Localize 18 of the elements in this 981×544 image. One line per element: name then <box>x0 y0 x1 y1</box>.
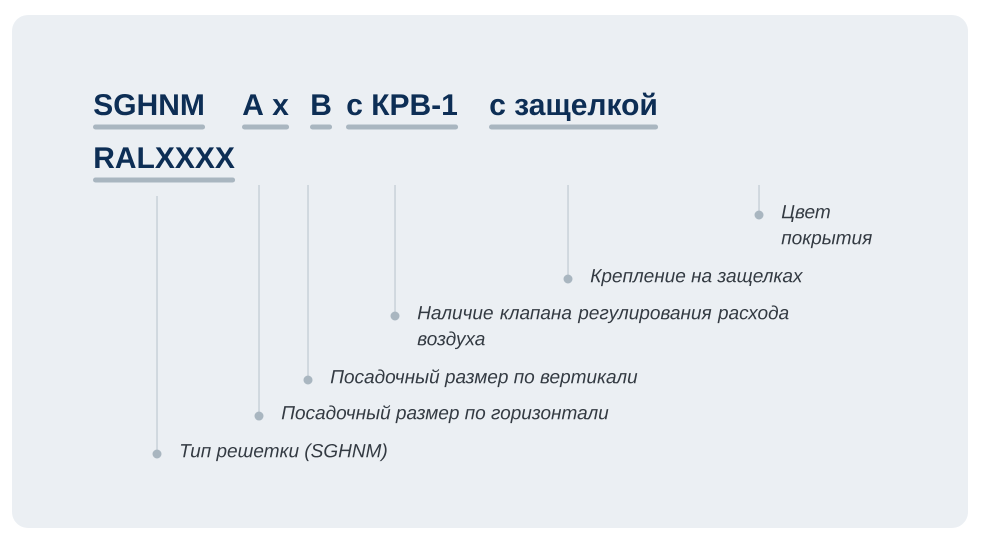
code-segment: с защелкой <box>489 92 658 130</box>
code-segment: A x <box>242 94 290 130</box>
description-text: Наличие клапана регулирования расхода воздуха <box>418 305 788 350</box>
code-segment: с КРВ-1 <box>346 94 458 130</box>
leader-line <box>152 196 162 458</box>
leader-line <box>564 184 572 284</box>
description-text: Посадочный размер по вертикали <box>330 369 638 388</box>
leader-line <box>304 184 312 384</box>
code-segment: SGHNM <box>93 94 206 130</box>
leader-line <box>390 184 400 320</box>
leader-line <box>254 184 264 420</box>
description-text: Крепление на защелках <box>590 269 803 286</box>
description-text: Тип решетки (SGHNM) <box>180 443 387 462</box>
description-text: Цвет покрытия <box>782 205 872 248</box>
description-text: Посадочный размер по горизонтали <box>282 405 608 424</box>
leader-line <box>754 184 764 220</box>
code-segment: RALXXXX <box>93 147 236 182</box>
code-segment: B <box>310 94 332 130</box>
